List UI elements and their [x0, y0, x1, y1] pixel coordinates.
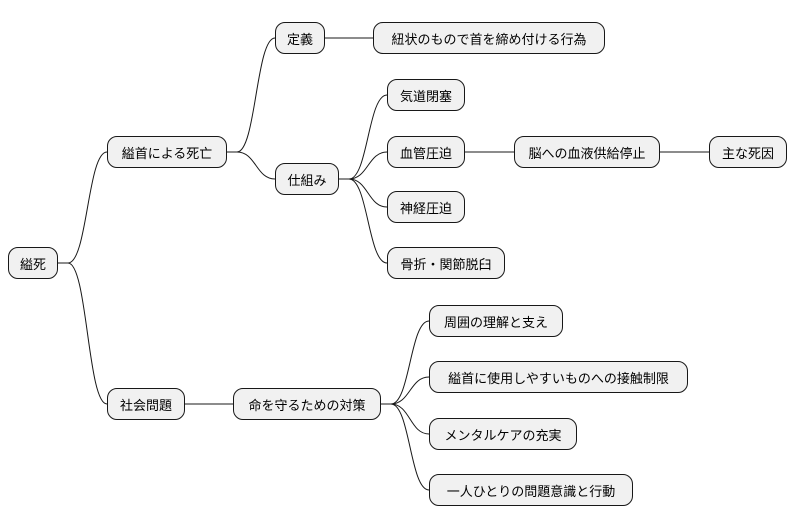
connector-root-to-social	[58, 262, 108, 405]
node-nerve-compression: 神経圧迫	[387, 191, 465, 223]
connector-mech-to-airway	[339, 94, 388, 180]
node-measure-support: 周囲の理解と支え	[429, 305, 563, 337]
connector-measures-to-m2	[381, 403, 430, 435]
node-definition: 定義	[275, 22, 325, 54]
node-fracture-dislocation: 骨折・関節脱臼	[387, 247, 505, 279]
node-measure-individual-action: 一人ひとりの問題意識と行動	[429, 474, 633, 506]
connector-death-to-mech	[227, 151, 276, 180]
connector-death-to-def	[227, 37, 276, 153]
connector-measures-to-m0	[381, 320, 430, 405]
connector-measures-to-m3	[381, 403, 430, 491]
connector-mech-to-fract	[339, 178, 388, 264]
node-measure-restrict-access: 縊首に使用しやすいものへの接触制限	[429, 361, 688, 393]
connector-root-to-death	[58, 151, 108, 264]
node-social-issue: 社会問題	[107, 388, 185, 420]
connector-mech-to-nerve	[339, 178, 388, 208]
node-definition-detail: 紐状のもので首を締め付ける行為	[373, 22, 605, 54]
node-vascular-compression: 血管圧迫	[387, 136, 465, 168]
node-brain-blood-supply-stop: 脳への血液供給停止	[514, 136, 660, 168]
node-airway-obstruction: 気道閉塞	[387, 79, 465, 111]
node-death-by-strangulation: 縊首による死亡	[107, 136, 227, 168]
node-measure-mental-care: メンタルケアの充実	[429, 418, 577, 450]
node-life-protection-measures: 命を守るための対策	[233, 388, 381, 420]
node-main-cause-of-death: 主な死因	[709, 136, 787, 168]
node-mechanism: 仕組み	[275, 163, 339, 195]
root-node: 縊死	[8, 247, 58, 279]
